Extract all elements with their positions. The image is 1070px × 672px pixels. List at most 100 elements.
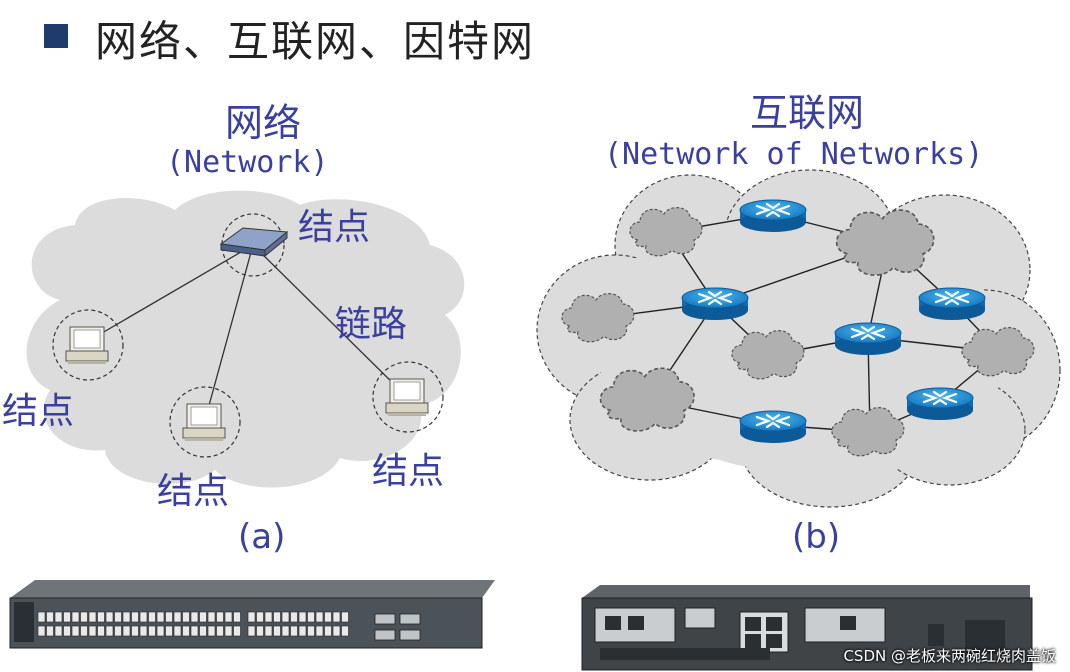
switch-port (63, 625, 71, 637)
switch-port (173, 625, 182, 637)
switch-port (281, 625, 290, 637)
switch-port (207, 625, 216, 637)
router-icon (917, 286, 987, 322)
page-title: 网络、互联网、因特网 (95, 17, 536, 66)
switch-port (307, 625, 315, 637)
switch-port (131, 625, 139, 637)
switch-port (46, 611, 54, 623)
link-label: 链路 (335, 304, 408, 345)
switch-port (139, 611, 148, 623)
switch-port (256, 625, 264, 637)
switch-port (156, 611, 165, 623)
switch-port (256, 611, 264, 623)
switch-port (247, 625, 256, 637)
switch-port (71, 625, 80, 637)
caption-b: (b) (792, 517, 841, 557)
switch-port (247, 611, 256, 623)
node-ring-left (52, 309, 124, 381)
node-label-bottom: 结点 (157, 471, 230, 512)
switch-port (182, 625, 190, 637)
switch-port (173, 611, 182, 623)
switch-port (332, 611, 341, 623)
switch-port (165, 611, 173, 623)
switch-port (273, 625, 281, 637)
router-icon (738, 409, 808, 445)
switch-port (341, 611, 349, 623)
switch-port (148, 625, 156, 637)
switch-port (199, 625, 207, 637)
switch-port (122, 611, 131, 623)
panel-a (26, 190, 465, 488)
node-label-right: 结点 (372, 451, 445, 492)
switch-port (341, 625, 349, 637)
switch-port (281, 611, 290, 623)
router-device-photo (581, 585, 1033, 671)
switch-port (298, 611, 307, 623)
panel-b-subheading: (Network of Networks) (604, 137, 984, 172)
node-ring-bottom (169, 386, 241, 458)
switch-port (54, 611, 63, 623)
switch-port (37, 625, 46, 637)
switch-port (298, 625, 307, 637)
router-icon (738, 198, 808, 234)
switch-port (224, 625, 233, 637)
pc-node-right-icon (385, 378, 429, 417)
switch-port (315, 611, 324, 623)
panel-b-heading: 互联网 (750, 91, 865, 135)
switch-port (63, 611, 71, 623)
switch-port (105, 611, 114, 623)
switch-port (114, 625, 122, 637)
switch-port (46, 625, 54, 637)
pc-node-left-icon (65, 326, 109, 365)
switch-port (54, 625, 63, 637)
node-ring-center (221, 213, 285, 277)
switch-port (264, 625, 273, 637)
switch-port (273, 611, 281, 623)
switch-port (207, 611, 216, 623)
switch-port (324, 625, 332, 637)
panel-a-subheading: (Network) (166, 145, 329, 180)
switch-port (114, 611, 122, 623)
router-icon (833, 321, 903, 357)
switch-port (264, 611, 273, 623)
switch-port (156, 625, 165, 637)
switch-port (190, 625, 199, 637)
switch-port (233, 611, 241, 623)
switch-port (88, 625, 97, 637)
watermark: CSDN @老板来两碗红烧肉盖饭 (843, 647, 1056, 665)
switch-port (307, 611, 315, 623)
switch-node-icon (219, 227, 289, 258)
switch-port (216, 611, 224, 623)
switch-port (224, 611, 233, 623)
caption-a: (a) (238, 517, 286, 557)
switch-port (290, 625, 298, 637)
switch-port (324, 611, 332, 623)
router-icon (680, 286, 750, 322)
pc-node-bottom-icon (182, 403, 226, 442)
switch-port (37, 611, 46, 623)
panel-a-heading: 网络 (225, 101, 302, 145)
switch-port (332, 625, 341, 637)
switch-port (88, 611, 97, 623)
node-label-left: 结点 (2, 391, 75, 432)
switch-port (97, 625, 105, 637)
network-cloud (26, 190, 465, 488)
switch-port (182, 611, 190, 623)
switch-port (233, 625, 241, 637)
node-label-switch: 结点 (298, 207, 371, 248)
switch-port (199, 611, 207, 623)
router-icon (905, 386, 975, 422)
switch-port (148, 611, 156, 623)
switch-port (216, 625, 224, 637)
panel-b (536, 169, 1061, 508)
switch-port (80, 625, 88, 637)
switch-port (97, 611, 105, 623)
switch-port (131, 611, 139, 623)
switch-port (105, 625, 114, 637)
node-ring-right (372, 361, 444, 433)
switch-port (122, 625, 131, 637)
switch-device-photo (9, 580, 495, 649)
title-bullet (44, 24, 68, 48)
switch-port (139, 625, 148, 637)
